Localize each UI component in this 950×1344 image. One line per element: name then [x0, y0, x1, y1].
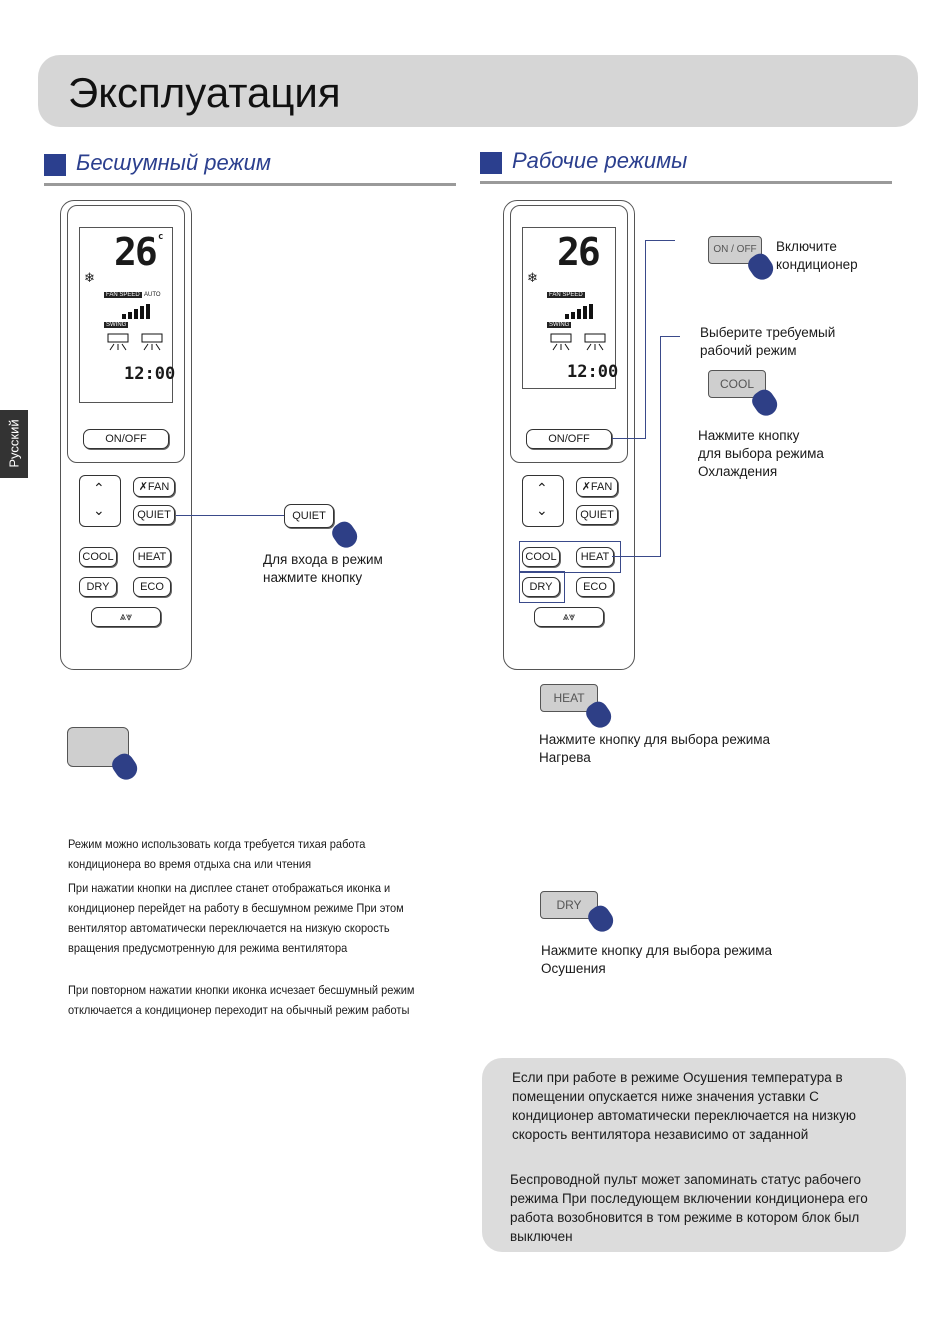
fan-label: FAN [147, 481, 170, 493]
onoff-button[interactable]: ON/OFF [83, 429, 169, 449]
language-label: Русский [6, 419, 22, 468]
section-title: Рабочие режимы [512, 148, 688, 173]
paragraph-3: При повторном нажатии кнопки иконка исче… [68, 983, 415, 1017]
section-marker [44, 154, 66, 176]
swing-icon [549, 332, 609, 352]
swing-button[interactable]: ⩓⩔ [534, 607, 604, 627]
note-paragraph-2: Беспроводной пульт может запоминать стат… [510, 1172, 868, 1244]
callout-line [645, 240, 675, 241]
lcd-temperature: 26 [114, 230, 158, 274]
fan-icon: ✗ [138, 481, 148, 493]
fan-label: FAN [590, 481, 613, 493]
note-box: Если при работе в режиме Осушения темпер… [482, 1058, 906, 1252]
remote-lcd: 26 ❄ FAN SPEED SWING 12:00 [522, 227, 619, 389]
cool-text: Нажмите кнопку для выбора режима Охлажде… [698, 428, 824, 479]
callout-line [660, 336, 680, 337]
lcd-time: 12:00 [567, 362, 619, 382]
heat-button[interactable]: HEAT [576, 547, 614, 567]
cool-mode-icon: ❄ [527, 270, 538, 285]
callout-line [645, 240, 646, 439]
lcd-fan-speed-label: FAN SPEED [547, 292, 585, 298]
remote-front-panel [510, 205, 628, 463]
heat-text: Нажмите кнопку для выбора режима Нагрева [539, 732, 771, 765]
temp-adjust-buttons[interactable]: ⌃ ⌄ [522, 475, 564, 527]
chevron-up-icon[interactable]: ⌃ [536, 480, 548, 496]
remote-lcd: 26 c ❄ FAN SPEED AUTO SWING 12:00 [79, 227, 176, 403]
step1-text: Включите кондиционер [776, 239, 858, 272]
language-tab: Русский [0, 410, 28, 478]
quiet-button[interactable]: QUIET [133, 505, 175, 525]
dry-button[interactable]: DRY [79, 577, 117, 597]
section-heading-modes: Рабочие режимы [480, 146, 892, 180]
callout-line [612, 556, 660, 557]
chevron-up-icon[interactable]: ⌃ [93, 480, 105, 496]
section-title: Бесшумный режим [76, 150, 271, 175]
swing-icon [106, 332, 166, 352]
paragraph-1: Режим можно использовать когда требуется… [68, 837, 366, 871]
onoff-button[interactable]: ON/OFF [526, 429, 612, 449]
lcd-temperature: 26 [557, 230, 601, 274]
fan-button[interactable]: ✗FAN [133, 477, 175, 497]
lcd-swing-label: SWING [104, 322, 129, 328]
fan-bars-icon [563, 304, 603, 325]
quiet-callout-text: Для входа в режим нажмите кнопку [263, 552, 383, 585]
remote-control-right: 26 ❄ FAN SPEED SWING 12:00 ON/OFF ⌃ ⌄ ✗F… [503, 200, 635, 670]
dry-text: Нажмите кнопку для выбора режима Осушени… [541, 943, 773, 976]
fan-icon: ✗ [581, 481, 591, 493]
eco-button[interactable]: ECO [133, 577, 171, 597]
dry-button[interactable]: DRY [522, 577, 560, 597]
fan-bars-icon [120, 304, 160, 325]
page-title: Эксплуатация [68, 69, 341, 116]
heat-button[interactable]: HEAT [133, 547, 171, 567]
callout-line [660, 336, 661, 557]
section-rule [480, 181, 892, 184]
lcd-auto-label: AUTO [144, 292, 161, 298]
temp-adjust-buttons[interactable]: ⌃ ⌄ [79, 475, 121, 527]
eco-button[interactable]: ECO [576, 577, 614, 597]
paragraph-2: При нажатии кнопки на дисплее станет ото… [68, 881, 404, 955]
lcd-fan-speed-label: FAN SPEED [104, 292, 142, 298]
onoff-illustration-button: ON / OFF [708, 236, 762, 264]
mode-highlight-frame [519, 571, 565, 603]
cool-mode-icon: ❄ [84, 270, 95, 285]
chevron-down-icon[interactable]: ⌄ [536, 502, 548, 518]
lcd-time: 12:00 [124, 364, 176, 384]
section-marker [480, 152, 502, 174]
cool-button[interactable]: COOL [79, 547, 117, 567]
section-rule [44, 183, 456, 186]
page-title-bar: Эксплуатация [38, 55, 918, 127]
fan-button[interactable]: ✗FAN [576, 477, 618, 497]
chevron-down-icon[interactable]: ⌄ [93, 502, 105, 518]
lcd-unit: c [158, 232, 164, 242]
swing-button[interactable]: ⩓⩔ [91, 607, 161, 627]
remote-control-left: 26 c ❄ FAN SPEED AUTO SWING 12:00 ON/OFF… [60, 200, 192, 670]
section-heading-quiet: Бесшумный режим [44, 148, 456, 182]
callout-line [612, 438, 646, 439]
quiet-button[interactable]: QUIET [576, 505, 618, 525]
mode-highlight-frame [519, 541, 621, 573]
quiet-callout-button[interactable]: QUIET [284, 504, 334, 528]
note-paragraph-1: Если при работе в режиме Осушения темпер… [512, 1070, 856, 1142]
cool-button[interactable]: COOL [522, 547, 560, 567]
lcd-swing-label: SWING [547, 322, 572, 328]
step2-text: Выберите требуемый рабочий режим [700, 325, 836, 358]
remote-front-panel [67, 205, 185, 463]
callout-line [176, 515, 284, 516]
